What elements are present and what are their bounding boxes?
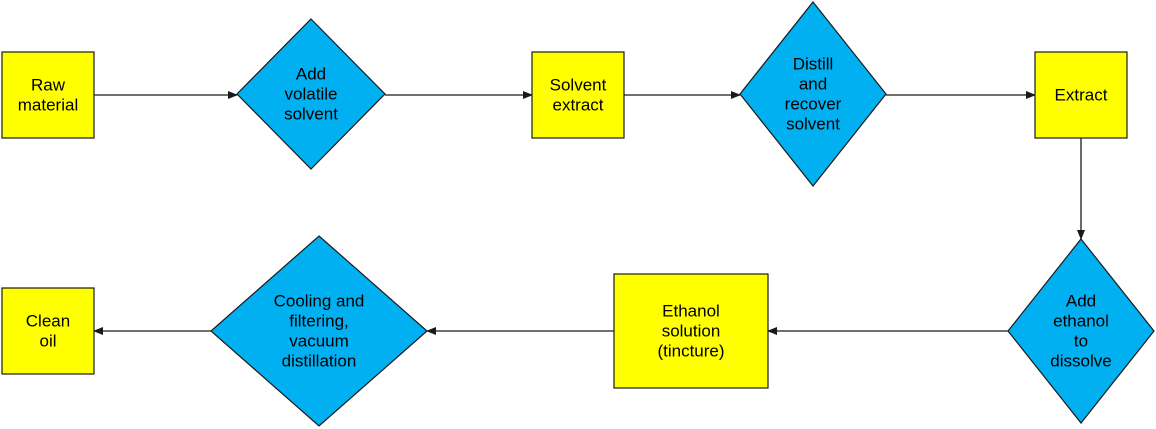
node-label-line: vacuum	[289, 332, 349, 351]
node-label-line: solvent	[284, 105, 338, 124]
node-label-line: material	[18, 96, 78, 115]
process-box	[613, 273, 769, 389]
node-label-line: ethanol	[1053, 312, 1109, 331]
process-box	[1, 287, 95, 375]
edges	[93, 91, 1085, 335]
node-label-line: Raw	[31, 76, 66, 95]
process-box	[531, 51, 625, 139]
node-label-line: Solvent	[550, 76, 607, 95]
node-label-line: Ethanol	[662, 302, 720, 321]
decision-diamond	[210, 235, 428, 427]
node-extract: Extract	[1034, 51, 1128, 139]
node-label-line: filtering,	[289, 312, 349, 331]
node-label-line: Cooling and	[274, 292, 365, 311]
node-label-line: and	[799, 75, 827, 94]
node-label-line: dissolve	[1050, 352, 1111, 371]
node-label-line: oil	[39, 332, 56, 351]
decision-diamond	[1007, 238, 1155, 424]
node-label-line: Extract	[1055, 86, 1108, 105]
decision-diamond	[236, 18, 386, 170]
node-label-line: distillation	[282, 352, 357, 371]
node-label-line: Add	[296, 65, 326, 84]
node-label-line: (tincture)	[657, 342, 724, 361]
node-label-line: volatile	[285, 85, 338, 104]
node-label-line: Distill	[793, 55, 834, 74]
node-label-line: solution	[662, 322, 721, 341]
node-label-line: Clean	[26, 312, 70, 331]
node-label-line: extract	[552, 96, 603, 115]
process-box	[1034, 51, 1128, 139]
node-label-line: solvent	[786, 115, 840, 134]
node-label-line: recover	[785, 95, 842, 114]
node-label-line: Add	[1066, 292, 1096, 311]
node-label-line: to	[1074, 332, 1088, 351]
decision-diamond	[739, 1, 887, 187]
process-box	[1, 51, 95, 139]
